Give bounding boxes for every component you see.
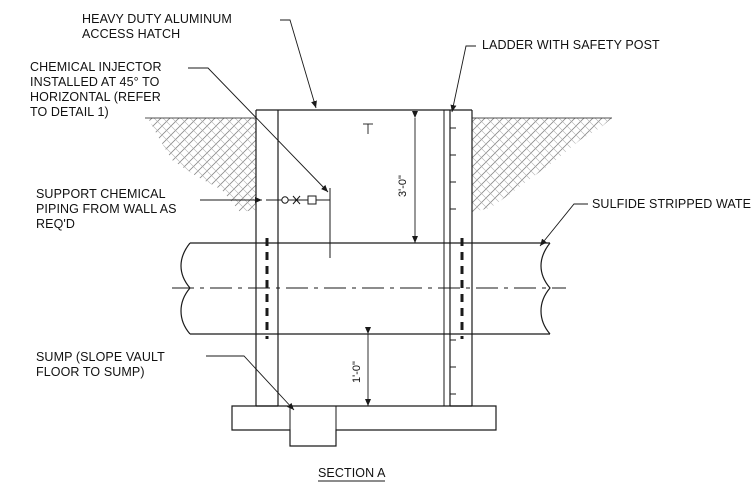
- valve-symbol: [281, 196, 289, 204]
- soil-left: [148, 118, 256, 212]
- label-sulfide-water: SULFIDE STRIPPED WATER: [592, 197, 751, 211]
- pipe-flanges: [265, 238, 464, 339]
- vault-walls: [255, 109, 473, 407]
- dimension-top: [363, 111, 422, 244]
- leaders: [188, 19, 588, 411]
- pipe: [180, 242, 551, 335]
- dim-depth-bottom: 1'-0": [351, 361, 363, 383]
- ladder: [443, 110, 456, 406]
- dim-depth-top: 3'-0": [397, 175, 409, 197]
- soil-right: [472, 118, 612, 212]
- section-title: SECTION A: [318, 466, 386, 480]
- sump-pit: [289, 406, 337, 430]
- label-ladder: LADDER WITH SAFETY POST: [482, 38, 660, 52]
- base-slab: [231, 405, 497, 447]
- fitting-symbol: [307, 195, 317, 205]
